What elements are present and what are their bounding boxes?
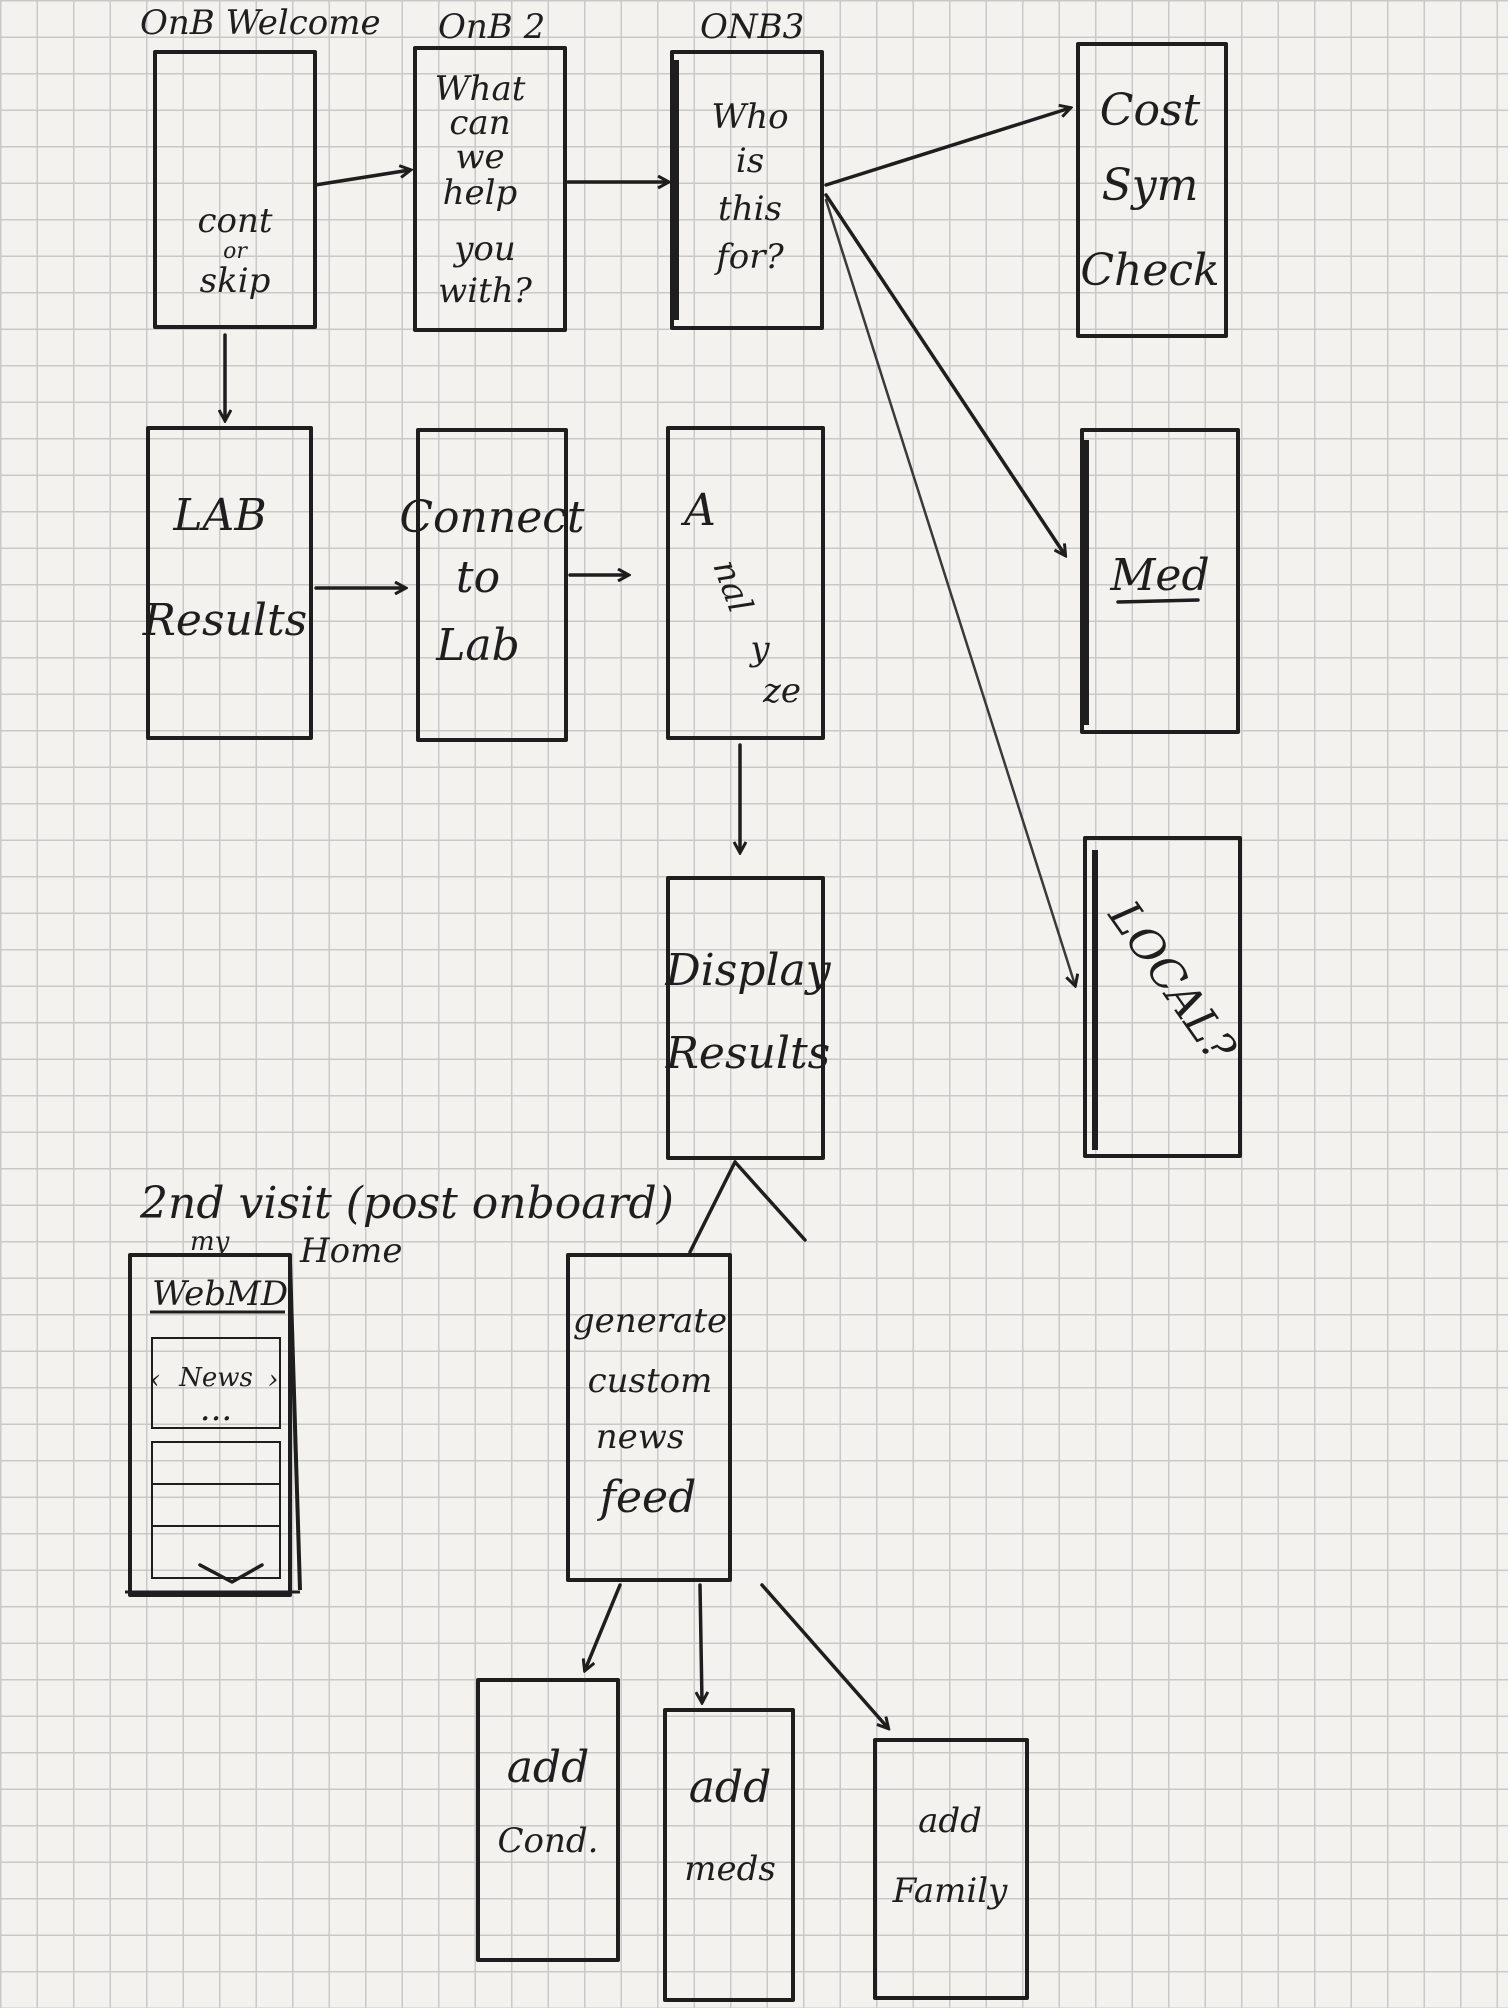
screen-home-mock: WebMD News ‹ › ... <box>125 1253 302 1597</box>
onb3-line-2: is <box>736 141 764 181</box>
analyze-line-2: nal <box>704 554 760 618</box>
label-home: Home <box>299 1231 402 1271</box>
screen-news-feed: generate custom news feed <box>566 1253 732 1582</box>
add-family-line-2: Family <box>892 1871 1009 1911</box>
screen-add-family: add Family <box>873 1738 1029 2000</box>
cost-line-1: Cost <box>1100 85 1201 136</box>
onb2-line-6: with? <box>438 271 533 311</box>
news-feed-line-2: custom <box>588 1361 713 1401</box>
connect-line-2: to <box>456 552 500 603</box>
home-news-card <box>151 1337 281 1429</box>
welcome-line-1: cont <box>197 201 272 241</box>
add-family-line-1: add <box>918 1801 982 1841</box>
onb3-line-3: this <box>718 189 782 229</box>
med-label: Med <box>1109 550 1209 601</box>
chevron-down-icon <box>198 1563 264 1584</box>
cost-line-2: Sym <box>1102 160 1199 211</box>
screen-welcome: cont or skip <box>153 50 317 329</box>
lab-results-line-1: LAB <box>172 490 266 541</box>
home-list-row-1 <box>151 1441 281 1485</box>
label-onb3: ONB3 <box>700 7 804 47</box>
screen-connect-to-lab: Connect to Lab <box>399 428 585 742</box>
welcome-line-3: skip <box>200 261 271 301</box>
label-onb-welcome: OnB Welcome <box>140 3 381 43</box>
home-news-dots: ... <box>200 1389 232 1429</box>
home-list-row-2 <box>151 1483 281 1527</box>
add-cond-line-1: add <box>507 1742 590 1793</box>
analyze-line-4: ze <box>762 671 801 711</box>
line-display-branch <box>733 1160 807 1242</box>
screen-add-meds: add meds <box>663 1708 795 2002</box>
onb3-line-1: Who <box>711 97 788 137</box>
onb2-line-1: What <box>435 69 526 109</box>
home-news-label: News <box>178 1363 253 1393</box>
right-chevron-icon: › <box>268 1365 278 1395</box>
arrow-onb3-to-cost <box>824 108 1070 187</box>
screen-cost-sym-check: Cost Sym Check <box>1076 42 1228 338</box>
screen-local: LOCAL? <box>1083 836 1246 1158</box>
onb2-line-2: can <box>449 103 510 143</box>
arrow-welcome-to-onb2 <box>313 170 410 187</box>
arrow-feed-to-family <box>760 1583 888 1728</box>
add-meds-line-2: meds <box>684 1849 776 1889</box>
screen-onb2: What can we help you with? <box>413 46 567 332</box>
line-display-to-feed <box>688 1160 737 1254</box>
label-onb2: OnB 2 <box>438 7 545 47</box>
onb2-line-3: we <box>455 137 504 177</box>
onb2-line-5: you <box>452 229 516 269</box>
local-label: LOCAL? <box>1098 891 1246 1072</box>
screen-add-cond: add Cond. <box>476 1678 620 1962</box>
lab-results-line-2: Results <box>142 595 307 646</box>
arrow-onb3-to-local <box>824 198 1075 985</box>
welcome-line-2: or <box>223 239 248 264</box>
arrow-feed-to-cond <box>585 1583 622 1670</box>
add-cond-line-2: Cond. <box>498 1821 599 1861</box>
add-meds-line-1: add <box>689 1762 772 1813</box>
news-feed-line-3: news <box>596 1417 685 1457</box>
screen-display-results: Display Results <box>664 876 832 1160</box>
cost-line-3: Check <box>1080 245 1219 296</box>
display-line-1: Display <box>664 945 831 996</box>
connect-line-3: Lab <box>435 620 520 671</box>
screen-lab-results: LAB Results <box>142 426 313 740</box>
screen-onb3: Who is this for? <box>670 50 824 330</box>
onb2-line-4: help <box>443 173 518 213</box>
analyze-line-1: A <box>680 485 716 536</box>
left-chevron-icon: ‹ <box>150 1365 160 1395</box>
connect-line-1: Connect <box>399 492 585 543</box>
arrow-feed-to-meds <box>700 1583 702 1702</box>
label-my: my <box>190 1227 230 1257</box>
onb3-line-4: for? <box>713 237 784 277</box>
label-second-visit: 2nd visit (post onboard) <box>139 1178 674 1229</box>
home-logo: WebMD <box>152 1274 288 1314</box>
screen-analyze: A nal y ze <box>666 426 825 740</box>
home-list-row-3 <box>151 1525 281 1579</box>
analyze-line-3: y <box>748 629 770 669</box>
news-feed-line-4: feed <box>597 1472 697 1523</box>
news-feed-line-1: generate <box>573 1301 727 1341</box>
arrow-onb3-to-med <box>824 193 1065 555</box>
screen-med: Med <box>1080 428 1240 734</box>
display-line-2: Results <box>665 1028 830 1079</box>
